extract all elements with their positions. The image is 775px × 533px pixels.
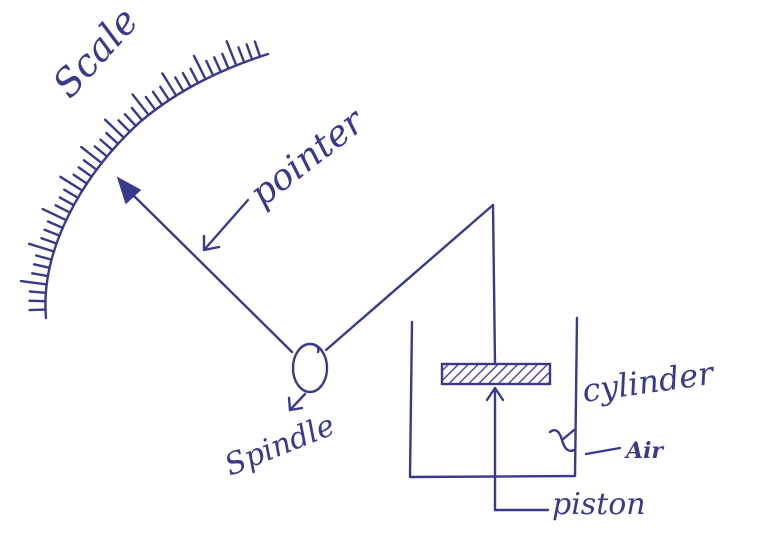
- scale-tick: [123, 113, 138, 128]
- linkage-arm: [324, 203, 495, 352]
- scale-tick: [43, 228, 61, 237]
- scale-tick: [159, 85, 171, 102]
- spindle: [291, 342, 329, 394]
- scale-tick: [46, 220, 64, 230]
- scale-tick: [34, 254, 53, 261]
- pointer-label: pointer: [242, 100, 373, 215]
- scale-tick: [19, 279, 48, 286]
- air-marker: [548, 428, 576, 453]
- scale-tick: [103, 118, 126, 139]
- pointer-needle: [126, 188, 294, 354]
- air-pressure-arrow: [485, 386, 550, 512]
- scale-tick: [117, 119, 131, 133]
- pointer-label-arrow: [202, 198, 250, 252]
- scale-tick: [77, 166, 93, 178]
- scale-label: Scale: [44, 0, 147, 106]
- spindle-mark: [310, 342, 320, 354]
- piston-rod: [491, 203, 497, 366]
- scale-tick: [28, 290, 48, 294]
- scale-tick: [144, 95, 157, 112]
- scale-tick: [192, 54, 207, 81]
- piston: [440, 362, 552, 386]
- cylinder-label: cylinder: [580, 354, 717, 410]
- scale-tick: [99, 138, 114, 152]
- scale-tick: [58, 196, 76, 207]
- scale-tick: [221, 52, 230, 70]
- scale-tick: [253, 40, 262, 58]
- scale-tick: [72, 173, 89, 185]
- scale-tick: [225, 40, 238, 67]
- pointer-arrowhead: [116, 176, 142, 205]
- scale-tick: [181, 71, 192, 89]
- scale-ticks: [19, 40, 262, 312]
- piston-label: piston: [552, 487, 646, 522]
- scale-tick: [82, 159, 98, 172]
- scale-tick: [131, 93, 150, 117]
- cylinder: [408, 316, 579, 479]
- air-label: Air: [624, 438, 664, 464]
- scale-tick: [237, 46, 246, 64]
- scale-tick: [105, 131, 120, 146]
- scale-tick: [54, 204, 72, 214]
- air-label-line: [584, 446, 622, 456]
- linkage: [324, 203, 497, 366]
- scale-tick: [213, 56, 222, 74]
- scale-tick: [80, 145, 103, 165]
- spindle-label: Spindle: [220, 408, 340, 484]
- pointer: [116, 176, 294, 354]
- scale-tick: [63, 188, 80, 200]
- scale-tick: [151, 90, 164, 107]
- scale: [19, 40, 270, 320]
- scale-tick: [189, 67, 200, 85]
- scale-tick: [205, 59, 215, 77]
- scale-tick: [161, 72, 178, 97]
- scale-tick: [245, 43, 254, 61]
- scale-tick: [174, 76, 185, 93]
- scale-tick: [93, 145, 109, 158]
- spindle-label-arrow: [287, 392, 307, 412]
- scale-tick: [32, 263, 51, 269]
- scale-tick: [27, 242, 56, 253]
- scale-tick: [40, 237, 58, 245]
- scale-tick: [59, 175, 84, 192]
- scale-tick: [130, 106, 144, 122]
- scale-tick: [31, 272, 50, 278]
- scale-tick: [41, 207, 68, 222]
